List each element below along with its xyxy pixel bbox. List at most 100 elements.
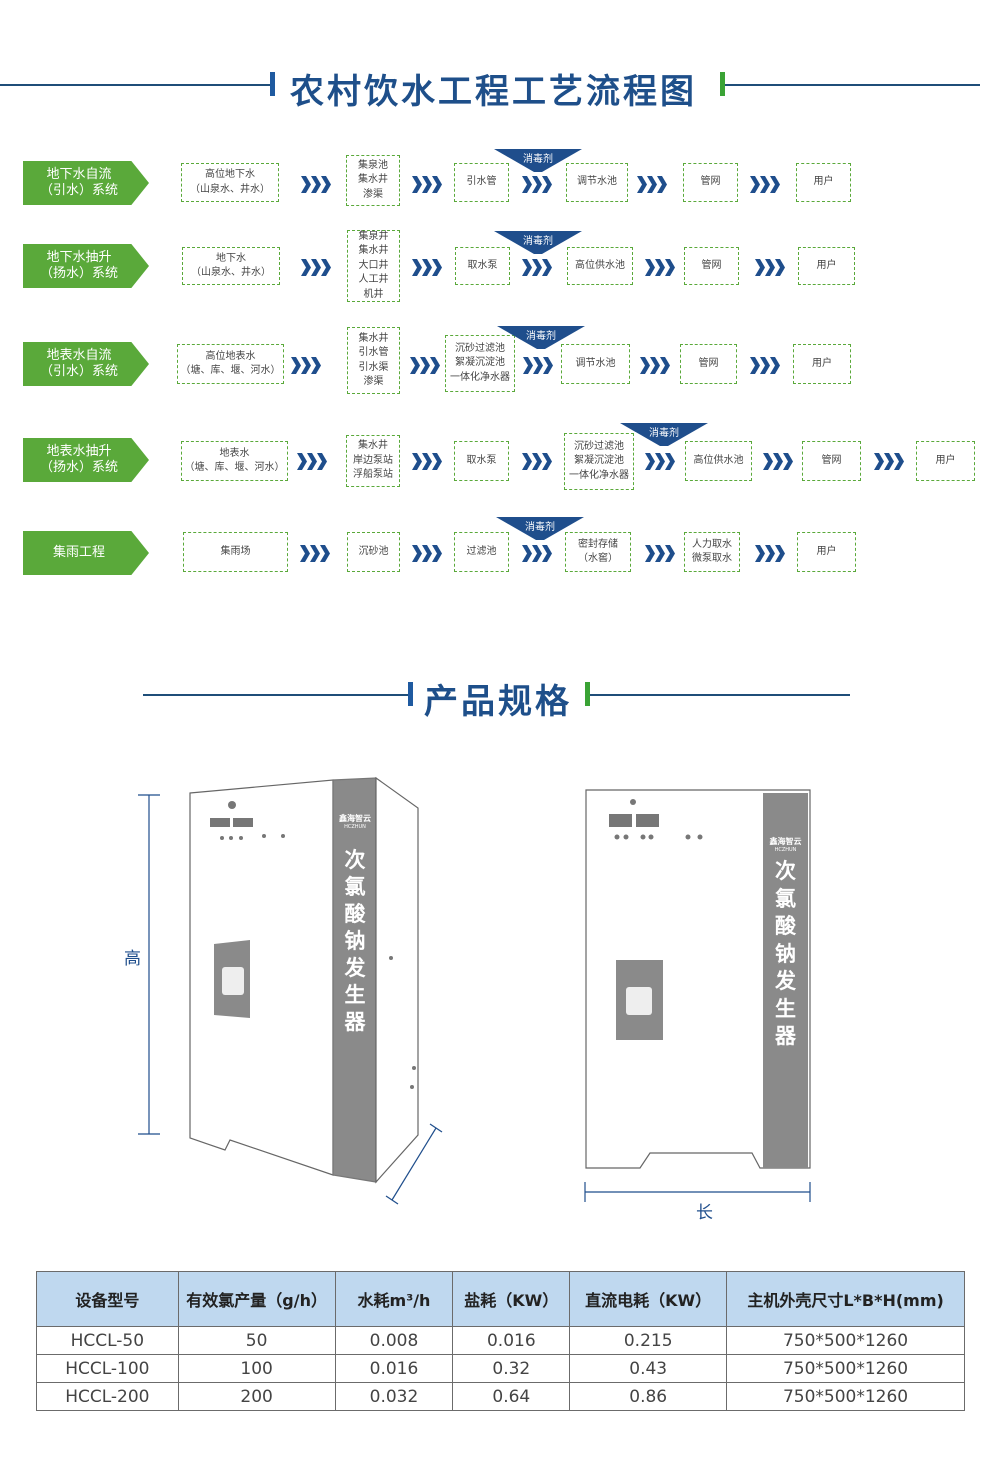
machine-name-char: 酸 — [775, 914, 796, 938]
section-title-spec: 产品规格 — [424, 682, 572, 722]
brand-logo-2: 鑫海智云 HCZHUN — [769, 837, 802, 854]
flow-box: 高位地表水（塘、库、堰、河水） — [177, 344, 284, 384]
triple-chevron-arrow-icon — [412, 545, 442, 562]
triple-chevron-arrow-icon — [410, 357, 440, 374]
triple-chevron-arrow-icon — [412, 453, 442, 470]
table-row: HCCL-50 50 0.008 0.016 0.215 750*500*126… — [36, 1326, 965, 1355]
table-header-cell: 盐耗（KW） — [452, 1271, 571, 1327]
machine-front — [585, 789, 811, 1169]
flow-box: 集泉池集水井渗渠 — [346, 155, 400, 206]
down-arrow-banner-icon — [496, 517, 584, 540]
disinfectant-banner: 消毒剂 — [494, 149, 582, 172]
title-rule-left — [0, 84, 270, 86]
flow-label-3: 地表水自流（引水）系统 — [23, 342, 149, 386]
flow-box: 集雨场 — [183, 532, 288, 572]
flow-box: 高位供水池 — [567, 247, 633, 285]
flow-box: 取水泵 — [455, 247, 510, 285]
flow-label-2: 地下水抽升（扬水）系统 — [23, 244, 149, 288]
flow-box: 用户 — [796, 163, 851, 202]
machine-name-char: 钠 — [344, 929, 366, 953]
table-cell: 750*500*1260 — [726, 1382, 965, 1411]
triple-chevron-arrow-icon — [645, 453, 675, 470]
table-cell: HCCL-100 — [36, 1354, 179, 1383]
machine-name-vertical-1: 次氯酸钠发生器 — [334, 847, 376, 1036]
flow-box: 地下水（山泉水、井水） — [182, 247, 280, 285]
flow-box: 人力取水微泵取水 — [684, 532, 740, 572]
table-row: HCCL-200 200 0.032 0.64 0.86 750*500*126… — [36, 1382, 965, 1411]
flow-box: 沉砂池 — [347, 532, 400, 572]
product-illustration — [138, 776, 811, 1205]
table-cell: 0.32 — [452, 1354, 571, 1383]
triple-chevron-arrow-icon — [755, 545, 785, 562]
flow-box: 过滤池 — [454, 532, 509, 572]
machine-name-char: 生 — [344, 983, 366, 1007]
triple-chevron-arrow-icon — [291, 357, 321, 374]
triple-chevron-arrow-icon — [412, 259, 442, 276]
triple-chevron-arrow-icon — [522, 259, 552, 276]
section-title-flow: 农村饮水工程工艺流程图 — [290, 72, 697, 112]
disinfectant-banner: 消毒剂 — [620, 423, 708, 446]
triple-chevron-arrow-icon — [755, 259, 785, 276]
machine-perspective — [189, 776, 419, 1184]
disinfectant-label: 消毒剂 — [526, 331, 556, 342]
dimension-length-label: 长 — [696, 1203, 713, 1223]
table-cell: 0.032 — [334, 1382, 454, 1411]
triple-chevron-arrow-icon — [523, 357, 553, 374]
table-cell: 750*500*1260 — [726, 1354, 965, 1383]
flow-box: 地表水（塘、库、堰、河水） — [181, 441, 288, 481]
machine-name-char: 次 — [775, 859, 796, 883]
dimension-height-label: 高 — [124, 949, 141, 969]
flow-box: 用户 — [916, 441, 975, 481]
triple-chevron-arrow-icon — [300, 545, 330, 562]
table-cell: 0.43 — [569, 1354, 728, 1383]
table-cell: 50 — [177, 1326, 336, 1355]
table-cell: 0.86 — [569, 1382, 728, 1411]
table-header-cell: 有效氯产量（g/h） — [177, 1271, 336, 1327]
flow-label-1: 地下水自流（引水）系统 — [23, 161, 149, 205]
flow-label-4: 地表水抽升（扬水）系统 — [23, 438, 149, 482]
disinfectant-banner: 消毒剂 — [494, 231, 582, 254]
machine-name-char: 次 — [344, 848, 366, 872]
table-cell: 0.64 — [452, 1382, 571, 1411]
triple-chevron-arrow-icon — [522, 453, 552, 470]
triple-chevron-arrow-icon — [301, 176, 331, 193]
triple-chevron-arrow-icon — [522, 176, 552, 193]
flow-box: 用户 — [793, 344, 851, 384]
flow-box: 引水管 — [454, 163, 509, 202]
flow-box: 沉砂过滤池絮凝沉淀池一体化净水器 — [445, 335, 515, 392]
table-cell: HCCL-200 — [36, 1382, 179, 1411]
flow-box: 管网 — [684, 247, 739, 285]
flow-box: 用户 — [798, 247, 855, 285]
down-arrow-banner-icon — [497, 326, 585, 349]
machine-name-char: 酸 — [344, 902, 366, 926]
triple-chevron-arrow-icon — [874, 453, 904, 470]
machine-name-vertical-2: 次氯酸钠发生器 — [763, 858, 808, 1051]
triple-chevron-arrow-icon — [645, 259, 675, 276]
title-cap-left — [270, 72, 275, 96]
table-cell: 0.016 — [452, 1326, 571, 1355]
machine-name-char: 发 — [775, 969, 796, 993]
flow-box: 密封存储（水窖） — [565, 532, 631, 572]
triple-chevron-arrow-icon — [522, 545, 552, 562]
disinfectant-banner: 消毒剂 — [496, 517, 584, 540]
flow-box: 调节水池 — [566, 163, 628, 202]
flow-label-5: 集雨工程 — [23, 531, 149, 575]
table-header-cell: 水耗m³/h — [334, 1271, 454, 1327]
machine-name-char: 器 — [775, 1024, 796, 1048]
machine-name-char: 氯 — [344, 875, 366, 899]
disinfectant-banner: 消毒剂 — [497, 326, 585, 349]
flow-box: 集泉井集水井大口井人工井机井 — [347, 230, 400, 302]
down-arrow-banner-icon — [620, 423, 708, 446]
down-arrow-banner-icon — [494, 231, 582, 254]
table-header-cell: 主机外壳尺寸L*B*H(mm) — [726, 1271, 965, 1327]
table-header-cell: 直流电耗（KW） — [569, 1271, 728, 1327]
table-cell: HCCL-50 — [36, 1326, 179, 1355]
triple-chevron-arrow-icon — [637, 176, 667, 193]
table-cell: 0.215 — [569, 1326, 728, 1355]
flow-box: 用户 — [797, 532, 856, 572]
disinfectant-label: 消毒剂 — [523, 154, 553, 165]
disinfectant-label: 消毒剂 — [525, 522, 555, 533]
machine-name-char: 发 — [344, 956, 366, 980]
table-cell: 750*500*1260 — [726, 1326, 965, 1355]
triple-chevron-arrow-icon — [750, 176, 780, 193]
